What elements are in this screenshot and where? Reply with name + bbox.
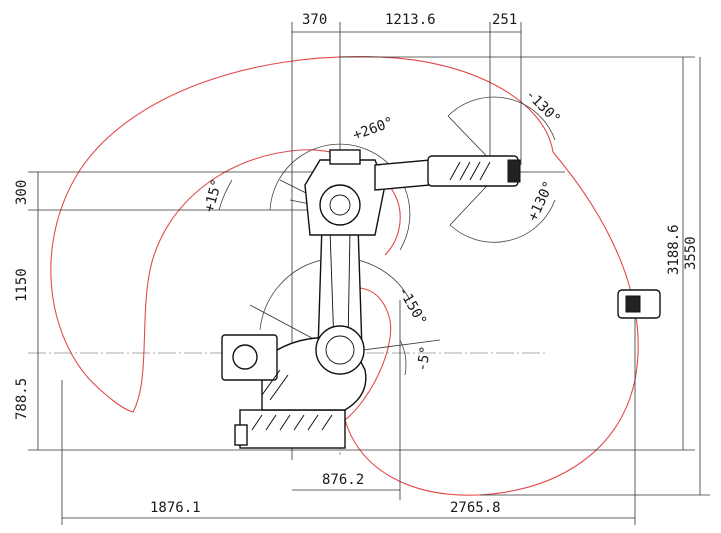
angle-labels: +260° +15° -150° -5° -130° +130°: [201, 87, 563, 373]
inner-envelope-curve: [344, 287, 392, 421]
bottom-dimension-labels: 876.2 1876.1 2765.8: [150, 472, 501, 516]
top-dim-2: 1213.6: [385, 12, 436, 28]
top-dimension-labels: 370 1213.6 251: [302, 12, 517, 28]
right-dim-2: 3550: [683, 236, 699, 270]
dimension-lines: [28, 22, 710, 525]
bottom-dim-2: 1876.1: [150, 500, 201, 516]
bottom-dim-3: 2765.8: [450, 500, 501, 516]
right-dim-1: 3188.6: [666, 224, 682, 275]
angle-axis3-neg-small: -5°: [414, 345, 434, 373]
rotation-arcs: [218, 96, 556, 376]
left-dim-3: 788.5: [14, 378, 30, 420]
right-envelope-curve: [344, 151, 639, 496]
left-dim-2: 1150: [14, 268, 30, 302]
angle-axis1-pos: +260°: [351, 114, 396, 143]
bottom-dim-1: 876.2: [322, 472, 364, 488]
top-dim-1: 370: [302, 12, 327, 28]
robot-body: [221, 149, 661, 449]
angle-axis2-pos: +15°: [201, 177, 225, 214]
right-dimension-labels: 3188.6 3550: [666, 224, 699, 275]
left-dimension-labels: 300 1150 788.5: [14, 180, 30, 420]
top-dim-3: 251: [492, 12, 517, 28]
angle-axis5-pos: +130°: [525, 179, 557, 224]
left-dim-1: 300: [14, 180, 30, 205]
